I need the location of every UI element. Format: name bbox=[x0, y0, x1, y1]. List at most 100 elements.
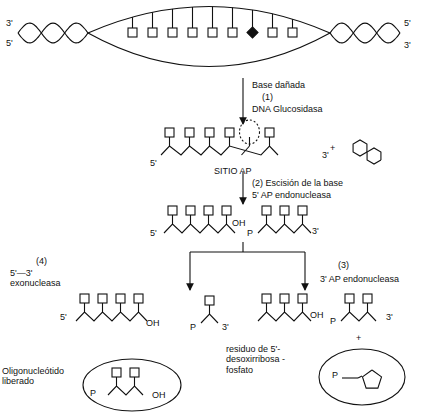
base-stick bbox=[229, 137, 230, 146]
fragment-label: OH bbox=[152, 390, 166, 400]
base-stick bbox=[152, 12, 153, 28]
base-stick bbox=[172, 215, 173, 224]
strokes bbox=[18, 7, 400, 324]
annotation-label: OH bbox=[232, 218, 246, 228]
oval-border bbox=[83, 359, 181, 411]
base-square bbox=[185, 128, 194, 137]
annotation-label: (2) Escisión de la base bbox=[252, 178, 343, 188]
base-square bbox=[265, 128, 274, 137]
base-stick bbox=[249, 137, 250, 146]
helix-strand bbox=[330, 23, 400, 43]
annotation-label: 5' bbox=[150, 228, 157, 238]
branch-line bbox=[242, 242, 243, 252]
base-stick bbox=[116, 377, 117, 386]
annotation-label: OH bbox=[146, 318, 160, 328]
base-square bbox=[128, 28, 137, 37]
base-square bbox=[262, 294, 271, 303]
annotation-label: (4) bbox=[36, 256, 47, 266]
base-stick bbox=[120, 303, 121, 312]
annotation-label: 5' bbox=[404, 18, 411, 28]
oval-border bbox=[319, 349, 405, 405]
base-stick bbox=[266, 303, 267, 312]
base-square bbox=[116, 294, 125, 303]
annotation-label: 5' bbox=[6, 38, 13, 48]
base-square bbox=[148, 28, 157, 37]
base-stick bbox=[189, 137, 190, 146]
annotation-label: (3) bbox=[338, 260, 349, 270]
step-arrow bbox=[242, 172, 243, 204]
base-square bbox=[168, 206, 177, 215]
base-square bbox=[204, 206, 213, 215]
base-stick bbox=[138, 303, 139, 312]
base-square bbox=[222, 206, 231, 215]
annotation-label: 3' bbox=[322, 150, 329, 160]
annotation-label: 5' bbox=[150, 158, 157, 168]
annotation-label: 5'—3' exonucleasa bbox=[10, 268, 80, 289]
deoxyribose-ring bbox=[362, 370, 381, 388]
base-stick bbox=[367, 303, 368, 312]
annotation-label: 3' bbox=[222, 322, 229, 332]
excised-base-ring bbox=[367, 148, 381, 164]
phosphate-bond bbox=[342, 377, 358, 378]
base-stick bbox=[132, 17, 133, 28]
base-square bbox=[262, 206, 271, 215]
helix-strand bbox=[18, 23, 88, 43]
base-square bbox=[205, 128, 214, 137]
sugar-phosphate-backbone bbox=[201, 314, 218, 323]
base-square bbox=[280, 206, 289, 215]
oval-outline bbox=[318, 348, 406, 406]
annotation-label: DNA Glucosidasa bbox=[252, 104, 323, 114]
sugar-phosphate-backbone bbox=[341, 312, 376, 321]
sugar-phosphate-backbone bbox=[161, 146, 278, 155]
base-stick bbox=[212, 7, 213, 28]
base-square bbox=[98, 294, 107, 303]
annotation-label: + bbox=[356, 333, 361, 343]
base-square bbox=[112, 368, 121, 377]
base-stick bbox=[252, 10, 253, 28]
step-arrow bbox=[304, 252, 305, 290]
annotation-label: 5' AP endonucleasa bbox=[252, 190, 331, 200]
base-stick bbox=[190, 215, 191, 224]
base-square bbox=[134, 294, 143, 303]
sugar-bond bbox=[358, 376, 362, 378]
base-square bbox=[205, 296, 214, 305]
base-stick bbox=[284, 215, 285, 224]
sugar-phosphate-backbone bbox=[164, 224, 235, 233]
fragment-label: P bbox=[90, 388, 96, 398]
base-stick bbox=[169, 137, 170, 146]
annotation-label: residuo de 5'-desoxirribosa - fosfato bbox=[226, 344, 308, 375]
sugar-phosphate-backbone bbox=[242, 146, 250, 155]
annotation-label: 3' bbox=[386, 312, 393, 322]
base-stick bbox=[172, 9, 173, 28]
annotation-label: Oligonucleótido liberado bbox=[2, 366, 72, 387]
base-stick bbox=[284, 303, 285, 312]
base-stick bbox=[302, 303, 303, 312]
base-stick bbox=[209, 305, 210, 314]
annotation-label: 3' bbox=[6, 18, 13, 28]
ap-site bbox=[240, 120, 260, 144]
annotation-label: OH bbox=[310, 310, 324, 320]
base-square bbox=[298, 294, 307, 303]
step-arrow bbox=[189, 252, 190, 290]
base-square bbox=[363, 294, 372, 303]
base-stick bbox=[208, 215, 209, 224]
base-stick bbox=[226, 215, 227, 224]
base-square bbox=[186, 206, 195, 215]
base-square bbox=[280, 294, 289, 303]
base-square bbox=[225, 128, 234, 137]
step-arrow bbox=[242, 78, 243, 124]
released-fragment-oval: P OH bbox=[82, 358, 182, 412]
fragment-label: P bbox=[332, 370, 338, 380]
released-fragment-oval: P bbox=[318, 348, 406, 406]
sugar-phosphate-backbone bbox=[258, 224, 311, 233]
annotation-label: P bbox=[330, 316, 336, 326]
annotation-label: 3' AP endonucleasa bbox=[320, 274, 400, 284]
base-stick bbox=[302, 215, 303, 224]
oval-outline bbox=[82, 358, 182, 412]
annotation-label: (1) bbox=[262, 92, 273, 102]
annotation-label: + bbox=[330, 143, 335, 153]
base-square bbox=[298, 206, 307, 215]
helix-strand bbox=[18, 23, 88, 43]
base-stick bbox=[272, 14, 273, 28]
